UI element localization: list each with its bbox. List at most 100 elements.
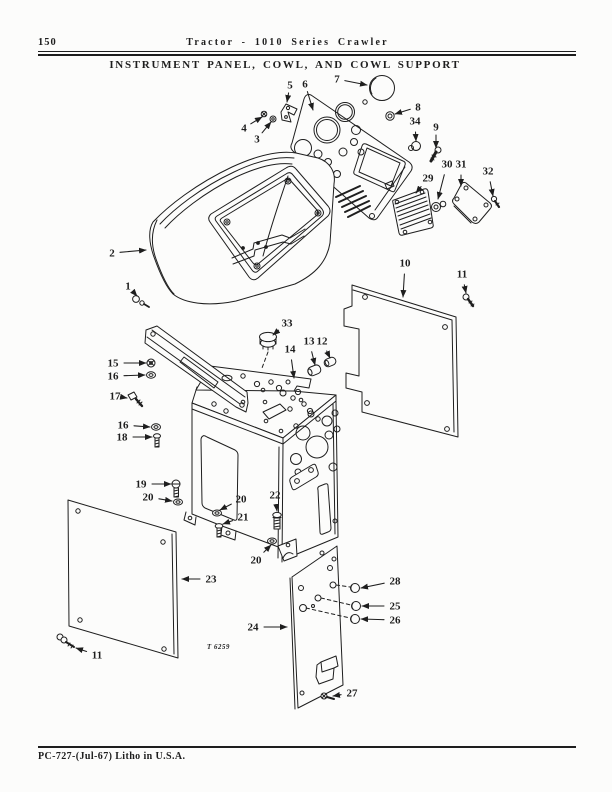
footer-text: PC-727-(Jul-67) Litho in U.S.A. — [38, 751, 186, 762]
callout-label-22: 22 — [270, 490, 282, 502]
callout-label-20: 20 — [236, 494, 248, 506]
callout-leader-2 — [119, 247, 147, 254]
header-rule-thick — [38, 54, 576, 56]
callout-label-16: 16 — [118, 420, 130, 432]
callout-leader-28 — [360, 582, 385, 590]
callout-label-34: 34 — [410, 116, 422, 128]
callout-leader-29 — [415, 185, 423, 194]
louver-pad-29 — [392, 188, 434, 236]
running-header: Tractor - 1010 Series Crawler — [186, 37, 389, 48]
callout-leader-12 — [324, 350, 331, 359]
callout-leader-1 — [130, 288, 138, 297]
callout-label-9: 9 — [433, 122, 439, 134]
callout-label-19: 19 — [136, 479, 148, 491]
callout-label-13: 13 — [304, 336, 316, 348]
callout-label-21: 21 — [238, 512, 249, 524]
callout-label-8: 8 — [415, 102, 421, 114]
figure-code: T 6259 — [207, 644, 230, 651]
callout-leader-20 — [219, 503, 232, 511]
callout-label-17: 17 — [110, 391, 122, 403]
callout-label-31: 31 — [456, 159, 467, 171]
callout-label-12: 12 — [317, 336, 329, 348]
callout-label-25: 25 — [390, 601, 402, 613]
callout-label-2: 2 — [109, 248, 115, 260]
washer-20-b — [212, 509, 222, 517]
bolt-19 — [171, 479, 181, 498]
rear-panel-24 — [289, 545, 352, 710]
callout-label-10: 10 — [400, 258, 412, 270]
callout-label-28: 28 — [390, 576, 402, 588]
callout-label-30: 30 — [442, 159, 454, 171]
ring-8 — [385, 111, 395, 121]
callout-label-20: 20 — [251, 555, 263, 567]
callout-label-26: 26 — [390, 615, 402, 627]
washer-3 — [269, 115, 277, 123]
callout-leader-21 — [222, 518, 234, 525]
screw-1 — [132, 295, 150, 308]
gauge-lens-7 — [369, 75, 395, 101]
callout-leader-27 — [332, 691, 342, 698]
screw-4 — [260, 110, 268, 118]
screw-32 — [490, 195, 501, 209]
callout-leader-20 — [263, 544, 272, 553]
panel-bracket-5 — [280, 103, 298, 123]
callout-label-24: 24 — [248, 622, 260, 634]
callout-leader-13 — [310, 351, 317, 366]
callout-leader-32 — [488, 181, 495, 197]
callout-label-23: 23 — [206, 574, 218, 586]
callout-label-7: 7 — [334, 74, 340, 86]
callout-leader-26 — [360, 616, 385, 623]
callout-label-11: 11 — [92, 650, 102, 662]
callout-leader-5 — [285, 92, 292, 103]
footer-rule — [38, 746, 576, 748]
screw-9 — [429, 146, 442, 163]
grommet-30 — [431, 200, 447, 212]
callout-leader-10 — [400, 273, 407, 298]
instrument-panel — [290, 94, 414, 221]
callout-leader-14 — [290, 359, 297, 379]
callout-leader-6 — [306, 91, 314, 111]
callout-label-3: 3 — [254, 134, 260, 146]
header-rule-thin — [38, 51, 576, 52]
nut-15 — [146, 358, 156, 368]
cover-plate-31 — [452, 181, 492, 224]
callout-leader-4 — [250, 116, 263, 125]
bolt-17 — [127, 391, 144, 408]
grommet-33 — [259, 331, 277, 369]
screw-11-top — [462, 293, 475, 308]
callout-label-14: 14 — [285, 344, 297, 356]
bolt-21 — [214, 523, 224, 538]
callout-label-18: 18 — [117, 432, 129, 444]
screw-11-bottom — [56, 633, 75, 649]
callout-label-5: 5 — [287, 80, 293, 92]
callout-label-29: 29 — [423, 173, 435, 185]
plug-25 — [351, 601, 361, 611]
washer-20-a — [173, 498, 183, 506]
callout-label-33: 33 — [282, 318, 294, 330]
callout-label-20: 20 — [143, 492, 155, 504]
cowl — [149, 151, 335, 305]
callout-leader-3 — [261, 121, 272, 134]
page-number: 150 — [38, 37, 57, 48]
callout-leader-34 — [412, 131, 419, 142]
callout-leader-33 — [272, 328, 281, 336]
callout-label-11: 11 — [457, 269, 467, 281]
plug-26 — [350, 614, 360, 624]
callout-leader-16 — [123, 372, 146, 379]
side-panel-left — [67, 499, 179, 659]
cowl-support — [144, 325, 341, 563]
bolt-18 — [153, 433, 161, 448]
washer-16-lower — [151, 423, 161, 431]
callout-label-32: 32 — [483, 166, 495, 178]
callout-label-4: 4 — [241, 123, 247, 135]
callout-leader-16 — [133, 423, 151, 430]
callout-leader-22 — [273, 503, 280, 512]
callout-label-27: 27 — [347, 688, 359, 700]
callout-leader-11 — [461, 284, 468, 294]
bolt-22 — [272, 511, 282, 530]
callout-label-1: 1 — [125, 281, 131, 293]
section-title: INSTRUMENT PANEL, COWL, AND COWL SUPPORT — [109, 59, 461, 71]
